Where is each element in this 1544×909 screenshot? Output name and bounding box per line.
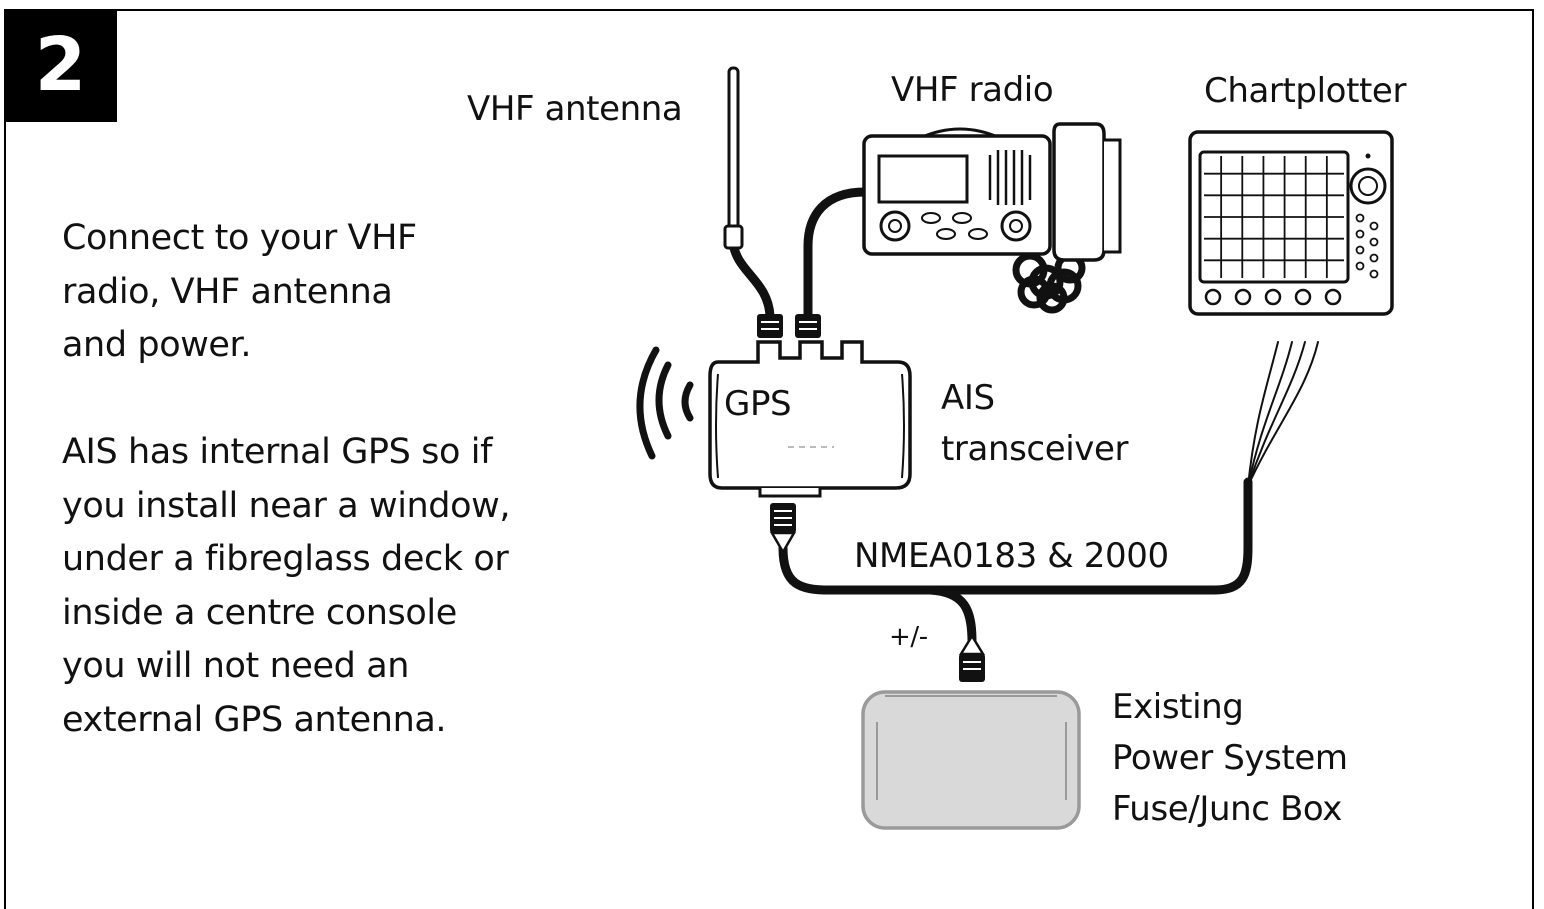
label-vhf-antenna: VHF antenna bbox=[467, 89, 682, 129]
step-number-badge: 2 bbox=[4, 9, 117, 122]
diagram-frame bbox=[4, 9, 1534, 909]
label-power-line2: Power System bbox=[1112, 738, 1348, 778]
radio-cable bbox=[803, 187, 870, 321]
vhf-antenna-icon bbox=[723, 66, 744, 250]
label-power-line1: Existing bbox=[1112, 687, 1243, 727]
fuse-box-icon bbox=[861, 690, 1081, 830]
chartplotter-icon bbox=[1188, 130, 1394, 316]
label-ais-line1: AIS bbox=[941, 378, 995, 418]
power-cable bbox=[925, 585, 977, 647]
antenna-cable bbox=[728, 237, 775, 321]
nmea-cable bbox=[778, 477, 1253, 595]
label-vhf-radio: VHF radio bbox=[891, 70, 1053, 110]
label-gps: GPS bbox=[724, 384, 791, 424]
vhf-radio-icon bbox=[862, 122, 1122, 314]
label-nmea: NMEA0183 & 2000 bbox=[854, 536, 1169, 576]
label-chartplotter: Chartplotter bbox=[1204, 71, 1406, 111]
gps-signal-icon bbox=[636, 346, 694, 460]
label-power-line3: Fuse/Junc Box bbox=[1112, 789, 1342, 829]
cables bbox=[728, 187, 1319, 647]
label-ais-line2: transceiver bbox=[941, 429, 1129, 469]
instruction-gps-note: AIS has internal GPS so if you install n… bbox=[62, 432, 511, 740]
ais-transceiver-icon bbox=[708, 340, 912, 498]
instruction-connect: Connect to your VHF radio, VHF antenna a… bbox=[62, 218, 417, 365]
cable-connector-icon bbox=[757, 314, 986, 682]
label-power-polarity: +/- bbox=[889, 622, 928, 652]
